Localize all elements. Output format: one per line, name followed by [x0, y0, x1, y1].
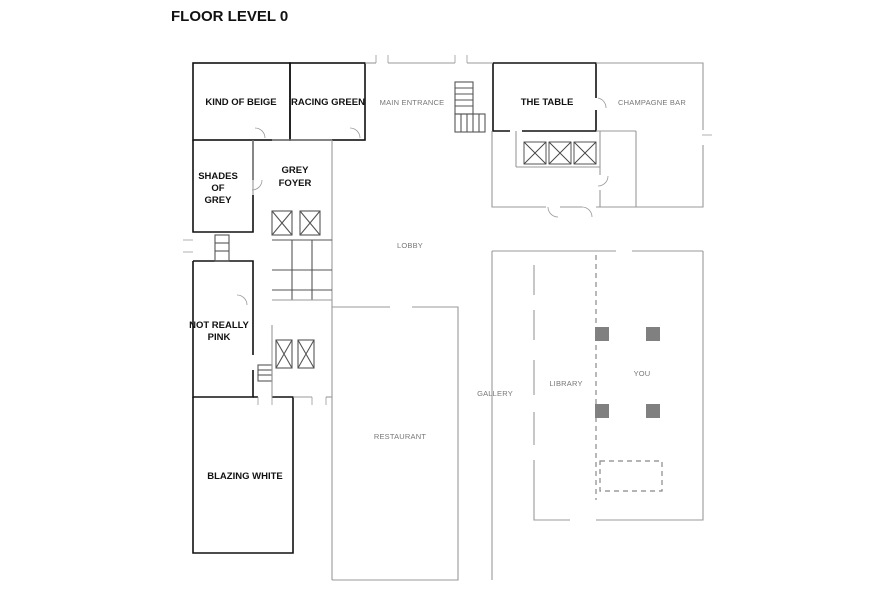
label-you: YOU	[634, 369, 651, 378]
label-champagne-bar: CHAMPAGNE BAR	[618, 98, 686, 107]
label-gallery: GALLERY	[477, 389, 513, 398]
label-kind-of-beige: KIND OF BEIGE	[205, 97, 276, 108]
page-title: FLOOR LEVEL 0	[171, 8, 288, 25]
room-blazing-white[interactable]	[192, 396, 294, 554]
label-main-entrance: MAIN ENTRANCE	[380, 98, 445, 107]
label-the-table: THE TABLE	[521, 97, 574, 108]
label-grey-foyer-line2: FOYER	[279, 178, 312, 189]
pillar	[595, 327, 609, 341]
label-grey-foyer-line1: GREY	[282, 165, 310, 176]
label-not-really-pink-line2: PINK	[208, 332, 231, 343]
pillar	[646, 404, 660, 418]
pillar	[595, 404, 609, 418]
pillar	[646, 327, 660, 341]
label-shades-of-grey-line1: SHADES	[198, 171, 238, 182]
room-not-really-pink[interactable]	[192, 260, 254, 398]
label-restaurant: RESTAURANT	[374, 432, 426, 441]
label-shades-of-grey-line3: GREY	[205, 195, 233, 206]
building-walls	[183, 55, 712, 581]
room-labels: KIND OF BEIGE RACING GREEN MAIN ENTRANCE…	[189, 97, 686, 482]
label-library: LIBRARY	[549, 379, 582, 388]
label-shades-of-grey-line2: OF	[211, 183, 224, 194]
label-lobby: LOBBY	[397, 241, 423, 250]
label-racing-green: RACING GREEN	[291, 97, 365, 108]
label-blazing-white: BLAZING WHITE	[207, 471, 282, 482]
label-not-really-pink-line1: NOT REALLY	[189, 320, 249, 331]
